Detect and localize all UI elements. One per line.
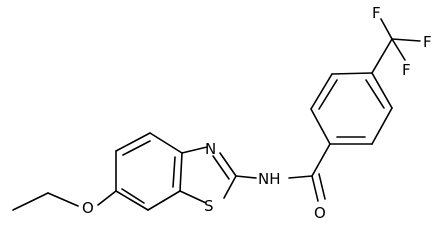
carbonyl-ring-bond	[311, 143, 331, 177]
bond	[149, 132, 183, 154]
bond	[310, 73, 333, 110]
bond	[310, 108, 331, 145]
carbonyl-oxygen-label: O	[314, 204, 326, 222]
double-bond-inner	[212, 155, 230, 180]
thiazole-sulfur-label: S	[204, 197, 214, 215]
bond	[223, 175, 237, 199]
ring-cf3-bond	[371, 38, 393, 74]
molecule-diagram: N S NH O O F F F	[12, 4, 432, 222]
bond	[371, 107, 393, 145]
double-bond-inner	[172, 156, 176, 188]
double-bond-inner	[365, 79, 385, 109]
nh-carbonyl-bond	[288, 175, 313, 179]
bond	[331, 72, 373, 75]
bond	[311, 175, 319, 202]
thiazole-ring	[179, 146, 237, 204]
carbonyl-double-bond	[311, 173, 326, 202]
fluorine-middle-label: F	[402, 61, 411, 79]
thiazole-nitrogen-label: N	[205, 140, 216, 158]
bond	[181, 146, 208, 154]
bond	[179, 190, 207, 204]
bond	[147, 190, 181, 211]
ether-oxygen-label: O	[82, 199, 94, 217]
bond	[219, 152, 237, 177]
double-bond-inner	[318, 79, 338, 110]
bond	[318, 173, 326, 200]
fluorine-top-label: F	[372, 4, 381, 22]
structure-svg: N S NH O O F F F	[12, 4, 432, 222]
trifluoromethyl-benzene-ring	[310, 72, 393, 145]
bond	[12, 192, 49, 211]
bond	[371, 72, 393, 109]
bond	[380, 18, 393, 40]
double-bond-inner	[121, 188, 145, 204]
bond	[115, 190, 149, 211]
benzothiazole-benzene-ring	[115, 132, 183, 211]
fluorine-right-label: F	[423, 33, 432, 51]
trifluoromethyl-group	[380, 18, 421, 61]
bond	[179, 152, 183, 192]
bond	[391, 38, 421, 42]
ethoxy-group	[12, 190, 117, 211]
double-bond-inner	[122, 140, 151, 156]
bond	[391, 38, 406, 61]
amide-nh-label: NH	[258, 170, 281, 188]
c2-nh-bond	[235, 175, 257, 179]
bond	[47, 192, 79, 207]
bond	[97, 190, 117, 206]
bond	[115, 132, 151, 152]
